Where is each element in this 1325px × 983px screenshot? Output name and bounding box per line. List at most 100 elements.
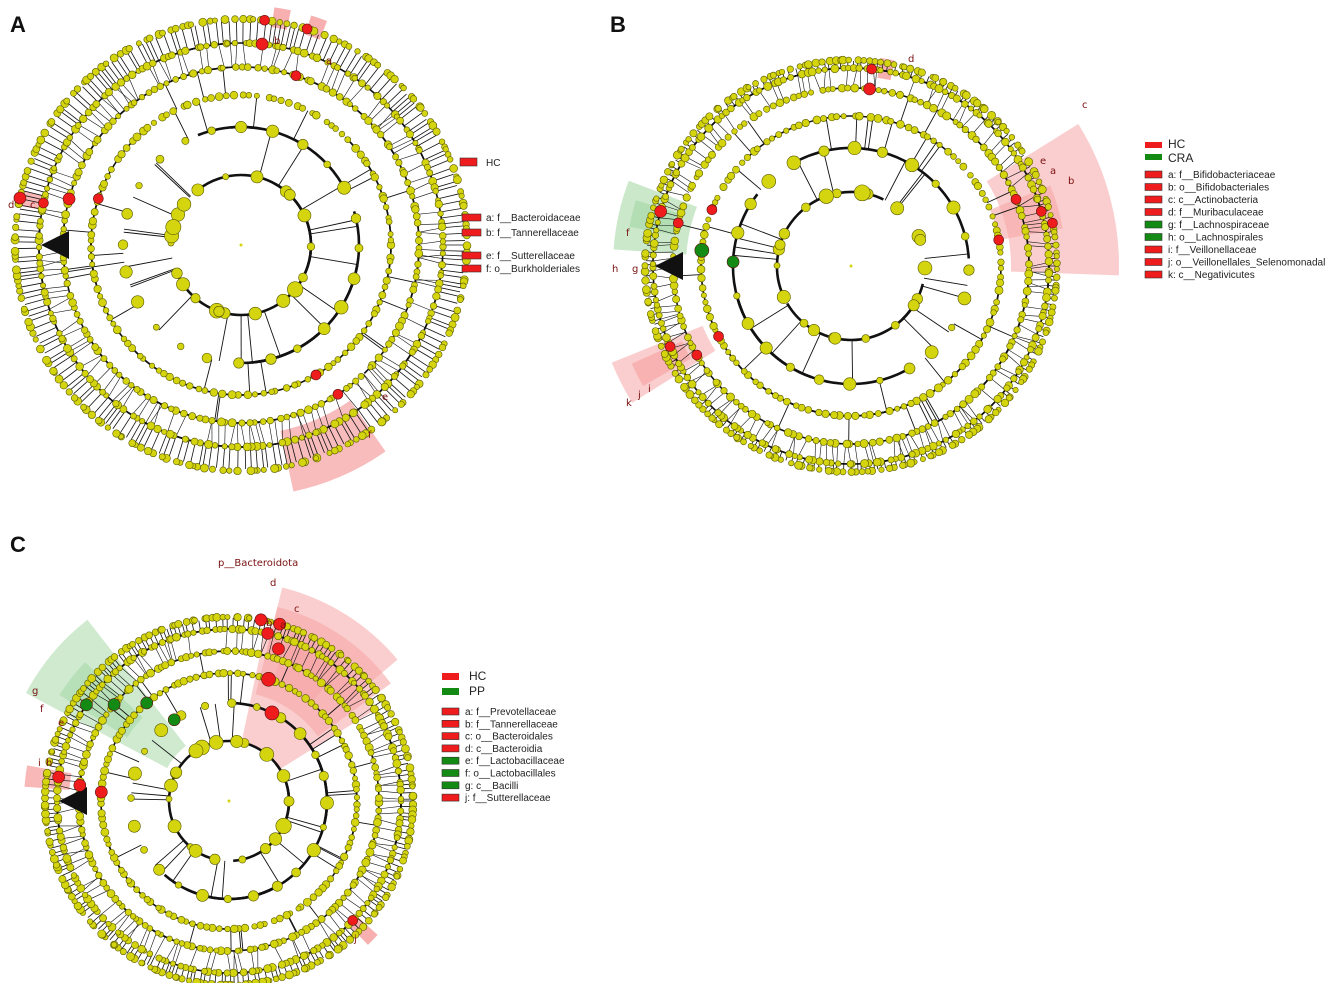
branch [416,211,441,215]
taxon-node [847,468,856,476]
branch [334,679,351,696]
tip-branch [26,180,48,188]
branch [740,223,783,240]
branch [940,419,951,438]
taxon-node [137,675,145,684]
branch [66,272,94,280]
taxon-node [703,304,712,314]
taxon-node [393,834,401,841]
branch [124,228,172,237]
taxon-node [153,323,160,331]
taxon-node [324,59,331,66]
taxon-node [298,272,308,283]
branch [258,130,272,178]
taxon-node [984,119,993,128]
panel-b-highlight-shades [611,58,1120,403]
branch [326,789,357,794]
taxon-node [906,64,915,73]
taxon-node [1025,365,1033,373]
taxon-node [353,436,360,443]
taxon-node [197,43,205,51]
branch [314,658,327,678]
taxon-node [1024,243,1033,252]
taxon-node [318,770,329,782]
taxon-node [744,197,757,211]
taxon-node [806,464,814,472]
taxon-node [1007,146,1014,153]
taxon-node [44,827,51,835]
taxon-node [756,447,763,454]
taxon-node [202,96,209,103]
branch [920,145,941,172]
taxon-node [106,314,114,322]
taxon-node [242,442,252,452]
taxon-node [135,637,143,645]
branch [235,43,238,68]
taxon-node [971,345,980,354]
tip-branch [441,221,464,225]
taxon-node [426,169,434,177]
taxon-node [815,408,823,417]
branch [335,71,346,95]
taxon-node [297,208,312,223]
taxon-node [12,265,21,275]
taxon-node [375,904,383,911]
legend-group-label: PP [469,684,485,698]
taxon-node [778,68,786,75]
branch [163,641,173,663]
taxon-node [76,711,84,719]
branch [797,75,802,96]
taxon-node [731,226,745,240]
branch [354,706,374,720]
taxon-node [765,451,773,459]
tip-branch [440,208,463,213]
legend-swatch [1144,170,1163,179]
taxon-node [189,920,196,927]
taxon-node [404,179,412,187]
tip-branch [319,430,329,452]
taxon-node [106,751,113,757]
taxon-node [195,385,203,393]
taxon-node [291,435,299,444]
branch [922,285,965,299]
taxon-node [406,827,415,836]
taxon-node [408,791,418,801]
taxon-node [210,41,218,49]
taxon-node [351,930,360,939]
taxon-node [950,153,957,160]
branch [418,254,443,258]
taxon-node [944,147,952,156]
clade-arc [775,190,884,301]
taxon-node [186,382,194,390]
branch [953,411,964,430]
taxon-node [97,809,106,818]
taxon-node [807,67,817,77]
tip-branch [926,76,930,84]
tip-branch [76,92,94,109]
tip-branch [19,208,42,213]
taxon-node [233,613,242,622]
taxon-node [273,67,280,74]
taxon-node [1044,250,1053,259]
taxon-node [200,463,209,473]
taxon-node [98,716,107,725]
branch [736,237,780,249]
taxon-node [763,81,773,91]
taxon-node [181,137,190,145]
clade-arc [356,259,444,411]
taxon-node [111,82,120,91]
taxon-node [845,56,852,64]
taxon-node [959,162,968,171]
taxon-node [155,154,165,164]
taxon-node [853,184,871,202]
taxon-node [406,130,414,139]
taxon-node [331,446,339,455]
branch [64,265,93,271]
taxon-node [664,168,672,176]
taxon-node [87,230,96,239]
taxon-node [975,339,984,348]
taxon-node [395,321,404,331]
taxon-node [327,659,335,666]
taxon-node [171,24,180,33]
enriched-node [140,696,154,710]
